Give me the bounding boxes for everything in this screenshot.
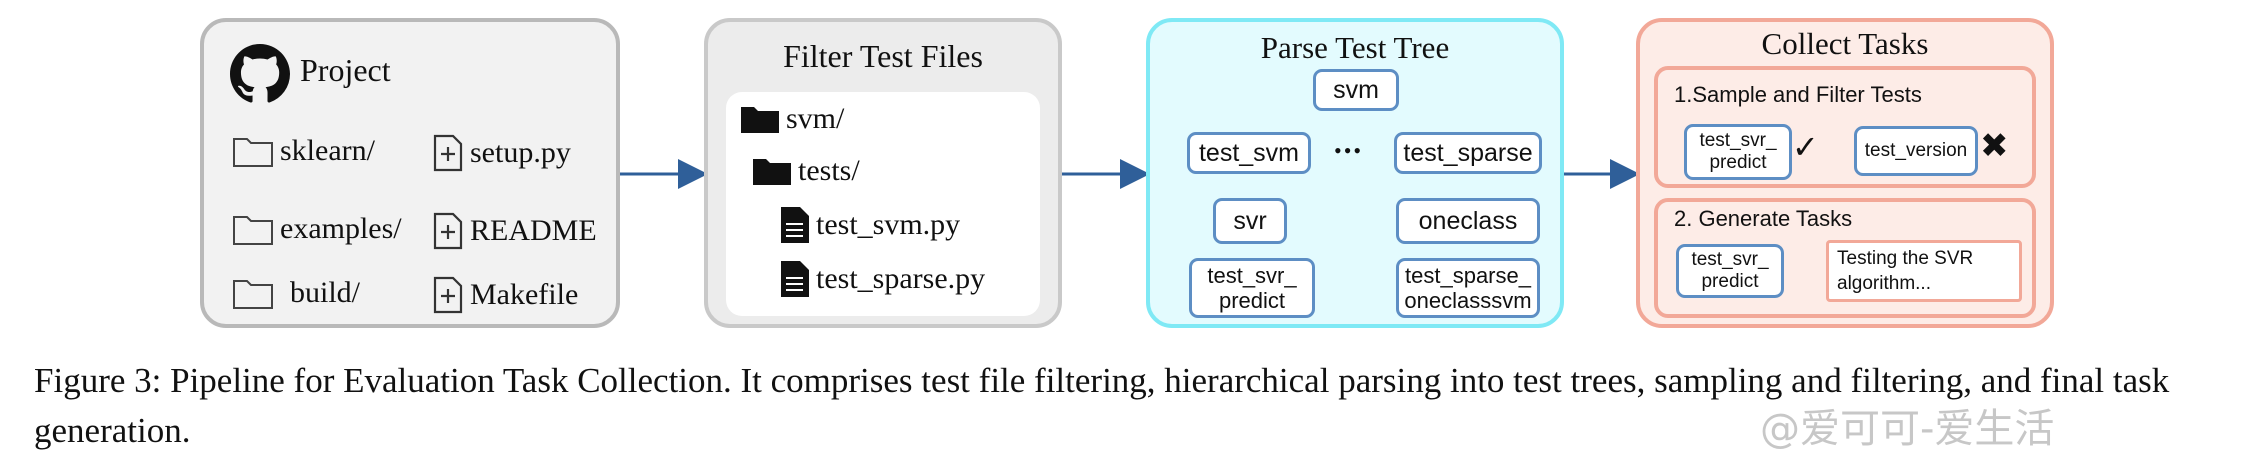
watermark: @爱可可-爱生活	[1760, 406, 2055, 452]
item-label: test_svm.py	[816, 208, 961, 241]
filtered-file-test-svm: test_svm.py	[780, 206, 960, 244]
item-label: tests/	[798, 154, 860, 187]
project-panel	[200, 18, 620, 328]
figure-caption: Figure 3: Pipeline for Evaluation Task C…	[34, 361, 2170, 450]
check-icon: ✓	[1792, 128, 1819, 166]
step1-label: 1.Sample and Filter Tests	[1674, 82, 1922, 107]
folder-item-build: build/	[232, 276, 360, 310]
file-item-setup: setup.py	[432, 134, 571, 172]
tree-leaf-test-svr-predict: test_svr_ predict	[1189, 258, 1315, 318]
tree-node-test-svm: test_svm	[1187, 132, 1311, 174]
folder-icon	[233, 280, 273, 309]
tree-leaf-test-sparse-oneclasssvm: test_sparse_ oneclasssvm	[1396, 258, 1540, 318]
file-item-readme: README	[432, 212, 597, 250]
item-label: test_sparse.py	[816, 262, 986, 295]
file-plus-icon	[433, 134, 463, 172]
parse-title: Parse Test Tree	[1260, 30, 1450, 65]
file-plus-icon	[433, 276, 463, 314]
document-filled-icon	[781, 261, 809, 297]
folder-icon	[233, 138, 273, 167]
item-label: svm/	[786, 102, 845, 135]
item-label: examples/	[280, 212, 402, 245]
kept-test-node: test_svr_ predict	[1684, 124, 1792, 180]
step2-label: 2. Generate Tasks	[1674, 206, 1853, 231]
tree-node-test-sparse: test_sparse	[1394, 132, 1542, 174]
generated-task-box: Testing the SVR algorithm...	[1826, 240, 2022, 302]
filtered-folder-tests: tests/	[752, 154, 860, 188]
tree-node-root: svm	[1313, 69, 1399, 111]
item-label: README	[470, 214, 597, 247]
filtered-folder-svm: svm/	[740, 102, 844, 136]
collect-title: Collect Tasks	[1761, 26, 1929, 61]
project-title: Project	[300, 52, 391, 88]
cross-icon: ✖	[1980, 126, 2009, 166]
source-test-node: test_svr_ predict	[1676, 244, 1784, 298]
folder-item-examples: examples/	[232, 212, 402, 246]
item-label: Makefile	[470, 278, 579, 311]
folder-item-sklearn: sklearn/	[232, 134, 375, 168]
document-filled-icon	[781, 207, 809, 243]
folder-filled-icon	[741, 107, 779, 133]
github-icon	[230, 44, 290, 109]
folder-filled-icon	[753, 159, 791, 185]
dropped-test-node: test_version	[1854, 126, 1978, 176]
item-label: setup.py	[470, 136, 571, 169]
tree-ellipsis: •••	[1334, 138, 1364, 163]
folder-icon	[233, 216, 273, 245]
item-label: build/	[290, 276, 361, 309]
filter-title: Filter Test Files	[783, 38, 983, 74]
file-item-makefile: Makefile	[432, 276, 578, 314]
filtered-file-test-sparse: test_sparse.py	[780, 260, 985, 298]
tree-node-svr: svr	[1213, 198, 1287, 244]
tree-node-oneclass: oneclass	[1396, 198, 1540, 244]
item-label: sklearn/	[280, 134, 375, 167]
file-plus-icon	[433, 212, 463, 250]
